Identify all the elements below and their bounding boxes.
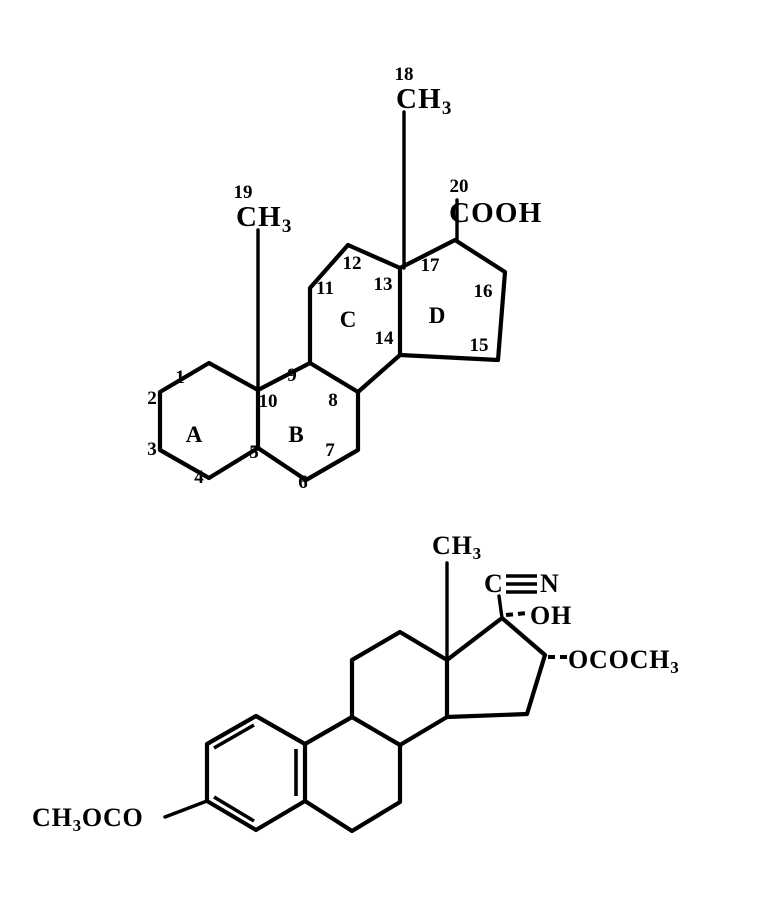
- methoxycarbonyl-subscript: 3: [73, 816, 82, 835]
- nitrile-nitrogen-label: N: [540, 569, 560, 598]
- methoxycarbonyl-text: CH: [32, 803, 73, 832]
- locant-17: 17: [421, 255, 441, 276]
- locant-19: 19: [234, 182, 253, 203]
- locant-5: 5: [249, 442, 259, 463]
- locant-6: 6: [298, 472, 308, 493]
- locant-8: 8: [328, 390, 338, 411]
- lower-ring-a-bonds: [204, 713, 308, 833]
- lower-ring-c-bonds: [349, 629, 450, 748]
- locant-1: 1: [175, 367, 185, 388]
- lower-ring-b-bonds: [302, 714, 403, 834]
- lower-nitrile-bond: [497, 594, 504, 620]
- ring-d-letter: D: [429, 303, 446, 328]
- lower-c18-methyl-label: CH3: [432, 531, 482, 563]
- ring-a-letter: A: [186, 422, 203, 447]
- lower-ring-a-double-bottom: [213, 795, 255, 823]
- acetoxy-text: OCOCH: [568, 645, 670, 674]
- nitrile-carbon-label: C: [484, 569, 504, 598]
- locant-10: 10: [259, 391, 278, 412]
- c20-carboxyl-label: COOH: [449, 197, 542, 229]
- ring-b-bonds: [255, 360, 361, 483]
- methoxycarbonyl-text2: OCO: [82, 803, 144, 832]
- ring-d-bonds: [397, 237, 508, 363]
- locant-20: 20: [450, 176, 469, 197]
- lower-ring-a-double-top: [213, 723, 255, 750]
- locant-18: 18: [395, 64, 414, 85]
- ring-b-letter: B: [288, 422, 303, 447]
- locant-12: 12: [343, 253, 362, 274]
- locant-16: 16: [474, 281, 493, 302]
- locant-2: 2: [147, 388, 157, 409]
- methoxycarbonyl-label: CH3OCO: [32, 803, 144, 835]
- locant-13: 13: [374, 274, 393, 295]
- lower-c18-methyl-text: CH: [432, 531, 473, 560]
- lower-c3-ester-bond: [163, 799, 209, 819]
- locant-7: 7: [325, 440, 335, 461]
- acetoxy-subscript: 3: [670, 658, 679, 677]
- locant-9: 9: [287, 365, 297, 386]
- lower-ring-d-bonds: [444, 615, 548, 720]
- c19-methyl-subscript: 3: [282, 216, 293, 237]
- ring-c-bonds: [307, 242, 403, 395]
- c18-methyl-subscript: 3: [442, 98, 453, 119]
- locant-14: 14: [375, 328, 395, 349]
- hydroxyl-label: OH: [530, 601, 572, 630]
- locant-11: 11: [316, 278, 334, 299]
- ring-c-letter: C: [340, 307, 357, 332]
- c18-methyl-text: CH: [396, 83, 442, 115]
- locant-3: 3: [147, 439, 157, 460]
- triple-bond-icon: [506, 574, 537, 594]
- c19-methyl-text: CH: [236, 201, 282, 233]
- c19-methyl-label: CH3: [236, 201, 293, 237]
- locant-15: 15: [470, 335, 489, 356]
- acetoxy-label: OCOCH3: [568, 645, 680, 677]
- lower-c18-methyl-subscript: 3: [473, 544, 482, 563]
- lower-hydroxyl-dashed-bond: [505, 611, 529, 617]
- c18-methyl-label: CH3: [396, 83, 453, 119]
- locant-4: 4: [194, 467, 204, 488]
